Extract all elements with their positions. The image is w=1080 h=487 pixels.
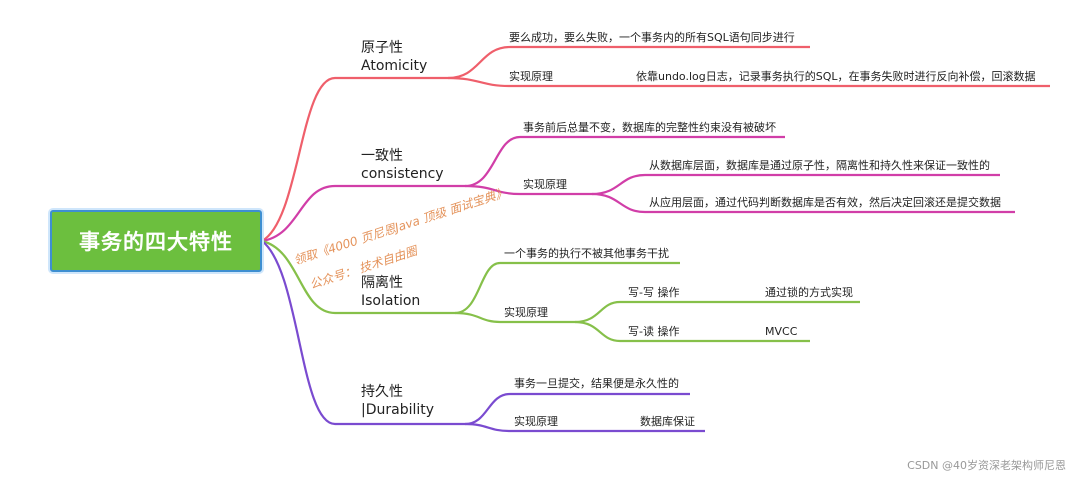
consistency-db-curve: [591, 173, 1000, 196]
isolation-desc-curve: [454, 261, 680, 315]
durability-desc[interactable]: 事务一旦提交，结果便是永久性的: [514, 377, 679, 390]
atomicity-desc-curve: [447, 45, 810, 80]
isolation-wr-label[interactable]: 写-读 操作: [628, 325, 680, 338]
isolation-wr-curve: [574, 320, 810, 343]
consistency-app-curve: [591, 192, 1015, 214]
isolation-impl-curve: [454, 311, 575, 324]
durability-connectors: [261, 240, 705, 433]
atomicity-impl-text[interactable]: 依靠undo.log日志，记录事务执行的SQL，在事务失败时进行反向补偿，回滚数…: [636, 70, 1036, 83]
atomicity-main-curve: [261, 76, 448, 242]
isolation-impl-label[interactable]: 实现原理: [504, 306, 548, 319]
atomicity-impl-curve: [447, 76, 1050, 88]
atomicity-desc[interactable]: 要么成功，要么失败，一个事务内的所有SQL语句同步进行: [509, 31, 795, 44]
consistency-desc[interactable]: 事务前后总量不变，数据库的完整性约束没有被破坏: [523, 121, 776, 134]
root-node[interactable]: 事务的四大特性: [50, 210, 262, 272]
durability-desc-curve: [464, 392, 690, 426]
durability-main-curve: [261, 240, 465, 426]
isolation-main-curve: [261, 239, 455, 315]
isolation-ww-curve: [574, 300, 860, 324]
atomicity-title-cn[interactable]: 原子性: [361, 40, 403, 56]
consistency-connectors: [261, 135, 1015, 243]
isolation-title-cn[interactable]: 隔离性: [361, 275, 403, 291]
consistency-impl-db[interactable]: 从数据库层面，数据库是通过原子性，隔离性和持久性来保证一致性的: [649, 159, 990, 172]
atomicity-title-en[interactable]: Atomicity: [361, 58, 428, 74]
isolation-ww-label[interactable]: 写-写 操作: [628, 286, 680, 299]
isolation-connectors: [261, 239, 860, 343]
consistency-impl-app[interactable]: 从应用层面，通过代码判断数据库是否有效，然后决定回滚还是提交数据: [649, 196, 1001, 209]
consistency-title-en[interactable]: consistency: [361, 166, 444, 182]
root-label: 事务的四大特性: [79, 230, 233, 254]
consistency-desc-curve: [464, 135, 785, 188]
consistency-impl-label[interactable]: 实现原理: [523, 178, 567, 191]
isolation-title-en[interactable]: Isolation: [361, 293, 421, 309]
isolation-desc[interactable]: 一个事务的执行不被其他事务干扰: [504, 247, 669, 260]
consistency-title-cn[interactable]: 一致性: [361, 148, 403, 164]
consistency-main-curve: [261, 184, 465, 243]
durability-impl-text[interactable]: 数据库保证: [640, 415, 695, 428]
consistency-impl-curve: [464, 184, 592, 196]
atomicity-connectors: [261, 45, 1050, 242]
isolation-wr-impl[interactable]: MVCC: [765, 325, 798, 338]
durability-impl-curve: [464, 422, 705, 433]
durability-title-cn[interactable]: 持久性: [361, 384, 403, 400]
durability-impl-label[interactable]: 实现原理: [514, 415, 558, 428]
csdn-credit: CSDN @40岁资深老架构师尼恩: [907, 459, 1066, 472]
durability-title-en[interactable]: |Durability: [361, 402, 435, 418]
isolation-ww-impl[interactable]: 通过锁的方式实现: [765, 286, 853, 299]
atomicity-impl-label[interactable]: 实现原理: [509, 70, 553, 83]
